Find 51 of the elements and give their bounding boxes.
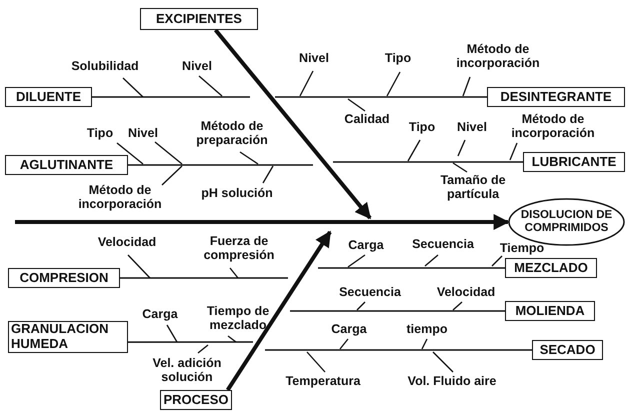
cause-label: Calidad: [344, 113, 390, 127]
cause-label: Temperatura: [286, 375, 360, 389]
cause-box: LUBRICANTE: [523, 152, 625, 172]
cause-label: Fuerza de compresión: [202, 235, 276, 262]
cause-label: Solubilidad: [71, 60, 139, 74]
cause-label: Tipo: [384, 52, 412, 66]
cause-label: pH solución: [201, 187, 273, 201]
arrow: [214, 28, 372, 220]
cause-label: Secuencia: [339, 286, 401, 300]
arrow: [15, 214, 510, 230]
cause-box: MEZCLADO: [505, 258, 597, 278]
cause-label: Nivel: [457, 121, 487, 135]
cause-label: Carga: [348, 239, 384, 253]
branch-line: [120, 277, 288, 279]
branch-line: [318, 267, 505, 269]
cause-label: Tipo: [408, 121, 436, 135]
cause-label: Tiempo de mezclado: [206, 305, 270, 332]
cause-label: Vel. adición solución: [152, 357, 222, 384]
cause-box: MOLIENDA: [505, 301, 595, 321]
cause-box: COMPRESION: [8, 268, 120, 288]
cause-label: Velocidad: [436, 286, 496, 300]
branch-line: [265, 349, 532, 351]
cause-label: Carga: [142, 308, 178, 322]
cause-label: Nivel: [299, 52, 329, 66]
cause-label: Método de incorporación: [455, 43, 541, 70]
cause-label: tiempo: [406, 323, 448, 337]
cause-label: Velocidad: [98, 236, 156, 250]
arrow: [226, 230, 332, 392]
cause-box: DESINTEGRANTE: [487, 87, 625, 107]
cause-label: Método de incorporación: [510, 113, 596, 140]
cause-label: Método de incorporación: [77, 184, 163, 212]
cause-box: SECADO: [532, 340, 603, 360]
cause-label: Carga: [331, 323, 367, 337]
cause-label: Tipo: [86, 127, 114, 141]
cause-label: Tamaño de partícula: [439, 174, 507, 202]
branch-line: [290, 310, 505, 312]
branch-line: [128, 164, 313, 166]
branch-line: [128, 341, 253, 343]
cause-label: Secuencia: [412, 238, 474, 252]
cause-box: DILUENTE: [5, 87, 92, 107]
cause-box: EXCIPIENTES: [140, 8, 258, 30]
cause-label: Vol. Fluido aire: [408, 375, 496, 389]
cause-label: Nivel: [128, 127, 158, 141]
branch-line: [275, 96, 487, 98]
cause-label: Método de preparación: [195, 120, 269, 148]
branch-line: [92, 96, 250, 98]
cause-box: GRANULACION HUMEDA: [8, 321, 128, 353]
cause-label: Nivel: [182, 60, 212, 74]
branch-line: [333, 161, 523, 163]
cause-box: PROCESO: [160, 390, 232, 410]
cause-box: AGLUTINANTE: [5, 155, 128, 175]
